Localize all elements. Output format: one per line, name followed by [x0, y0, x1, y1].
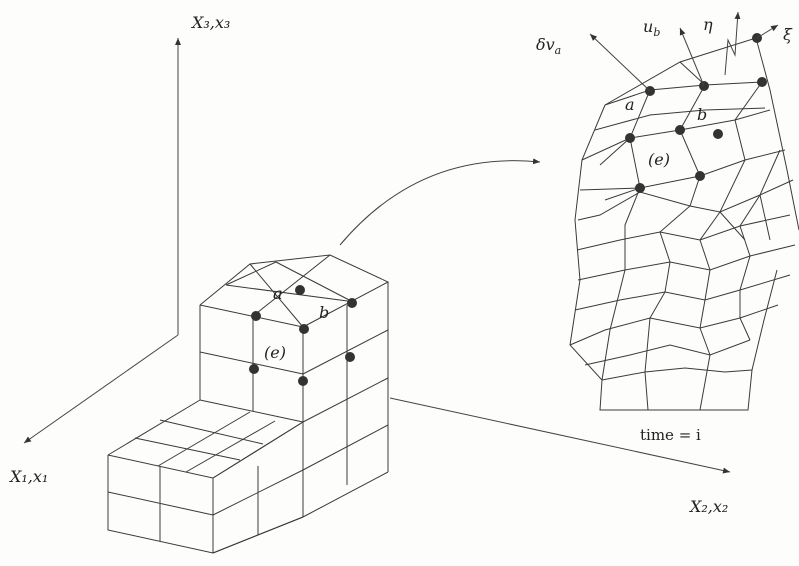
deformed-mesh — [569, 37, 799, 411]
node-vectors — [589, 11, 779, 92]
label-eta: η — [703, 15, 713, 34]
ref-label-a: a — [273, 284, 283, 303]
ref-node — [249, 364, 259, 374]
def-node — [635, 183, 645, 193]
axis-x1-line — [23, 334, 179, 444]
time-caption: time = i — [640, 426, 701, 444]
ref-node-b — [299, 324, 309, 334]
ref-node — [251, 311, 261, 321]
vector-delta-v-arrow — [589, 33, 651, 92]
eta-arrow — [724, 11, 741, 76]
xi-arrow — [756, 24, 779, 39]
def-label-element: (e) — [648, 150, 670, 169]
label-u: ub — [643, 17, 660, 39]
def-node — [695, 171, 705, 181]
def-node — [625, 133, 635, 143]
ref-label-b: b — [319, 303, 329, 322]
ref-node — [298, 376, 308, 386]
axis-x2-line — [389, 397, 731, 474]
def-node — [675, 125, 685, 135]
def-label-b: b — [697, 105, 707, 124]
def-label-a: a — [625, 95, 635, 114]
def-node — [757, 77, 767, 87]
ref-node-a — [295, 285, 305, 295]
axis-x2-label: X₂,x₂ — [688, 497, 728, 516]
def-node — [713, 129, 723, 139]
mapping-arrow — [339, 158, 541, 246]
reference-element-nodes — [249, 285, 357, 386]
axis-x1-label: X₁,x₁ — [8, 467, 48, 486]
vector-u-arrow — [679, 27, 705, 87]
ref-node — [345, 352, 355, 362]
axis-x3-label: X₃,x₃ — [190, 13, 230, 32]
label-delta-v: δva — [536, 35, 561, 57]
coordinate-axes: X₃,x₃ X₁,x₁ X₂,x₂ — [8, 13, 731, 516]
ref-label-element: (e) — [264, 343, 286, 362]
label-xi: ξ — [783, 25, 793, 44]
reference-mesh — [107, 254, 390, 554]
ref-node — [347, 298, 357, 308]
